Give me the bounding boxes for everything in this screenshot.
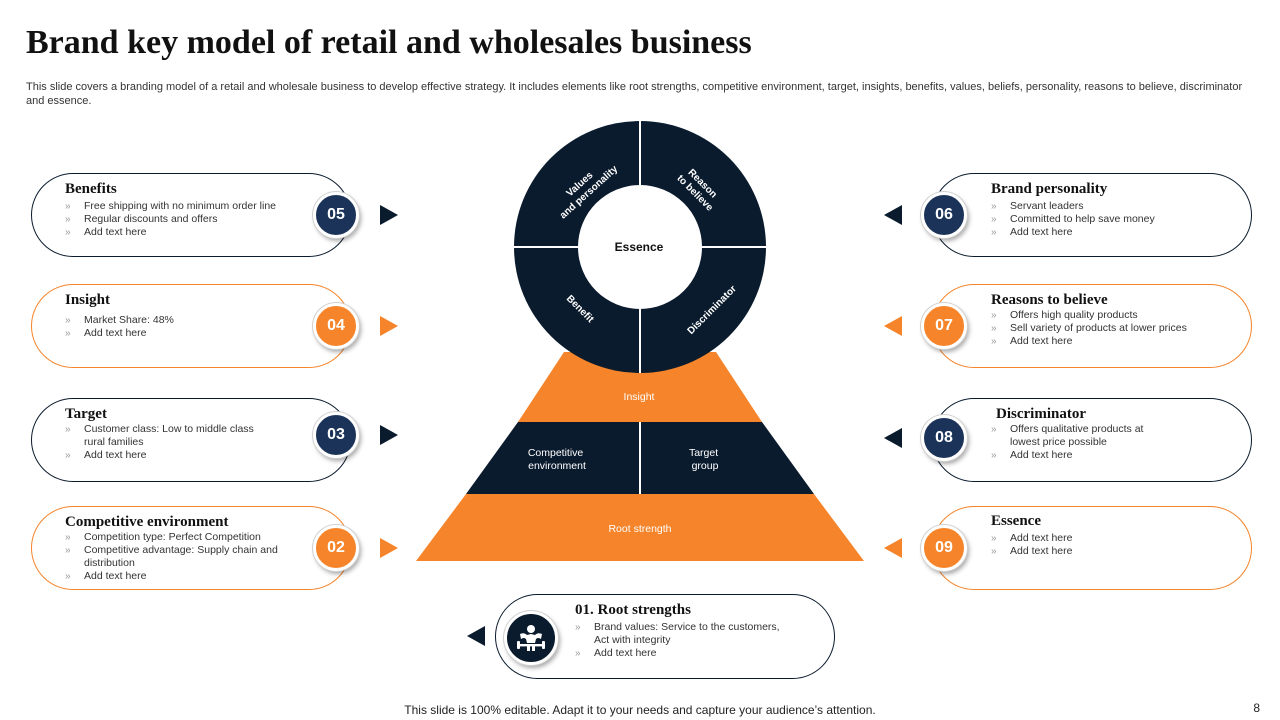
arrow-right-icon bbox=[380, 538, 398, 558]
competitive-label: Competitive environment bbox=[528, 447, 586, 472]
bullet-list: Brand values: Service to the customers, … bbox=[575, 621, 790, 660]
card-title: 01. Root strengths bbox=[575, 602, 691, 618]
slide-title: Brand key model of retail and wholesales… bbox=[26, 24, 752, 61]
bullet-item: Committed to help save money bbox=[991, 213, 1231, 226]
card-title: Target bbox=[65, 406, 107, 422]
bullet-item: Market Share: 48% bbox=[65, 314, 305, 327]
bullet-item: Servant leaders bbox=[991, 200, 1231, 213]
pyramid-root bbox=[416, 494, 864, 561]
insight-label: Insight bbox=[624, 391, 655, 403]
bullet-item: Add text here bbox=[991, 335, 1231, 348]
bullet-item: Free shipping with no minimum order line bbox=[65, 200, 305, 213]
pyramid: Insight Competitive environment Target g… bbox=[416, 352, 864, 561]
bullet-list: Market Share: 48% Add text here bbox=[65, 314, 305, 340]
number-badge: 02 bbox=[313, 525, 359, 571]
bullet-list: Offers high quality products Sell variet… bbox=[991, 309, 1231, 348]
card-benefits: Benefits Free shipping with no minimum o… bbox=[31, 173, 351, 257]
card-title: Competitive environment bbox=[65, 514, 229, 530]
bullet-list: Add text here Add text here bbox=[991, 532, 1231, 558]
card-essence: Essence Add text here Add text here bbox=[932, 506, 1252, 590]
target-label-line: Target bbox=[689, 447, 718, 459]
bullet-item: Customer class: Low to middle class rura… bbox=[65, 423, 265, 449]
bullet-item: Brand values: Service to the customers, … bbox=[575, 621, 790, 647]
pyramid-insight bbox=[518, 352, 762, 422]
bullet-item: Competition type: Perfect Competition bbox=[65, 531, 290, 544]
card-brand-personality: Brand personality Servant leaders Commit… bbox=[932, 173, 1252, 257]
arrow-right-icon bbox=[380, 316, 398, 336]
bullet-item: Add text here bbox=[65, 226, 305, 239]
card-title: Reasons to believe bbox=[991, 292, 1108, 308]
target-label-line: group bbox=[692, 460, 719, 472]
essence-label: Essence bbox=[615, 240, 664, 254]
bullet-item: Competitive advantage: Supply chain and … bbox=[65, 544, 290, 570]
card-competitive-environment: Competitive environment Competition type… bbox=[31, 506, 351, 590]
competitive-label-line: environment bbox=[528, 460, 586, 472]
card-root-strengths: 01. Root strengths Brand values: Service… bbox=[495, 594, 835, 679]
number-badge: 06 bbox=[921, 192, 967, 238]
arrow-left-icon bbox=[884, 538, 902, 558]
number-badge: 03 bbox=[313, 412, 359, 458]
number-badge: 07 bbox=[921, 303, 967, 349]
arrow-right-icon bbox=[380, 205, 398, 225]
card-title: Insight bbox=[65, 292, 111, 308]
bullet-list: Free shipping with no minimum order line… bbox=[65, 200, 305, 239]
page-number: 8 bbox=[1253, 701, 1260, 715]
root-label: Root strength bbox=[608, 523, 671, 535]
bullet-item: Add text here bbox=[991, 226, 1231, 239]
card-title: Benefits bbox=[65, 181, 117, 197]
essence-ring: Essence Values and personality Reason to… bbox=[514, 121, 766, 373]
bullet-item: Add text here bbox=[65, 327, 305, 340]
pyramid-competitive bbox=[466, 422, 639, 494]
competitive-label-line: Competitive bbox=[528, 447, 584, 459]
bullet-item: Add text here bbox=[575, 647, 790, 660]
arrow-left-icon bbox=[884, 316, 902, 336]
card-target: Target Customer class: Low to middle cla… bbox=[31, 398, 351, 482]
bullet-item: Sell variety of products at lower prices bbox=[991, 322, 1231, 335]
number-badge: 05 bbox=[313, 192, 359, 238]
bullet-item: Add text here bbox=[65, 449, 265, 462]
arrow-left-icon bbox=[884, 428, 902, 448]
number-badge: 04 bbox=[313, 303, 359, 349]
bullet-item: Add text here bbox=[991, 449, 1171, 462]
number-badge: 09 bbox=[921, 525, 967, 571]
footer-note: This slide is 100% editable. Adapt it to… bbox=[404, 703, 876, 717]
card-title: Brand personality bbox=[991, 181, 1108, 197]
target-label: Target group bbox=[689, 447, 721, 472]
arrow-left-icon bbox=[467, 626, 485, 646]
card-title: Essence bbox=[991, 513, 1041, 529]
bullet-item: Regular discounts and offers bbox=[65, 213, 305, 226]
bullet-list: Offers qualitative products at lowest pr… bbox=[991, 423, 1171, 462]
bullet-list: Servant leaders Committed to help save m… bbox=[991, 200, 1231, 239]
bodybuilder-icon bbox=[504, 611, 558, 665]
arrow-left-icon bbox=[884, 205, 902, 225]
slide-subtitle: This slide covers a branding model of a … bbox=[26, 81, 1243, 107]
bullet-item: Offers qualitative products at lowest pr… bbox=[991, 423, 1171, 449]
essence-center bbox=[578, 185, 702, 309]
bullet-item: Offers high quality products bbox=[991, 309, 1231, 322]
bullet-list: Competition type: Perfect Competition Co… bbox=[65, 531, 290, 583]
bullet-item: Add text here bbox=[991, 532, 1231, 545]
card-insight: Insight Market Share: 48% Add text here bbox=[31, 284, 351, 368]
bodybuilder-icon-glyph bbox=[517, 625, 545, 651]
pyramid-target bbox=[641, 422, 814, 494]
bullet-item: Add text here bbox=[65, 570, 290, 583]
number-badge: 08 bbox=[921, 415, 967, 461]
card-title: Discriminator bbox=[996, 406, 1086, 422]
card-reasons-to-believe: Reasons to believe Offers high quality p… bbox=[932, 284, 1252, 368]
bullet-item: Add text here bbox=[991, 545, 1231, 558]
bullet-list: Customer class: Low to middle class rura… bbox=[65, 423, 265, 462]
arrow-right-icon bbox=[380, 425, 398, 445]
card-discriminator: Discriminator Offers qualitative product… bbox=[932, 398, 1252, 482]
